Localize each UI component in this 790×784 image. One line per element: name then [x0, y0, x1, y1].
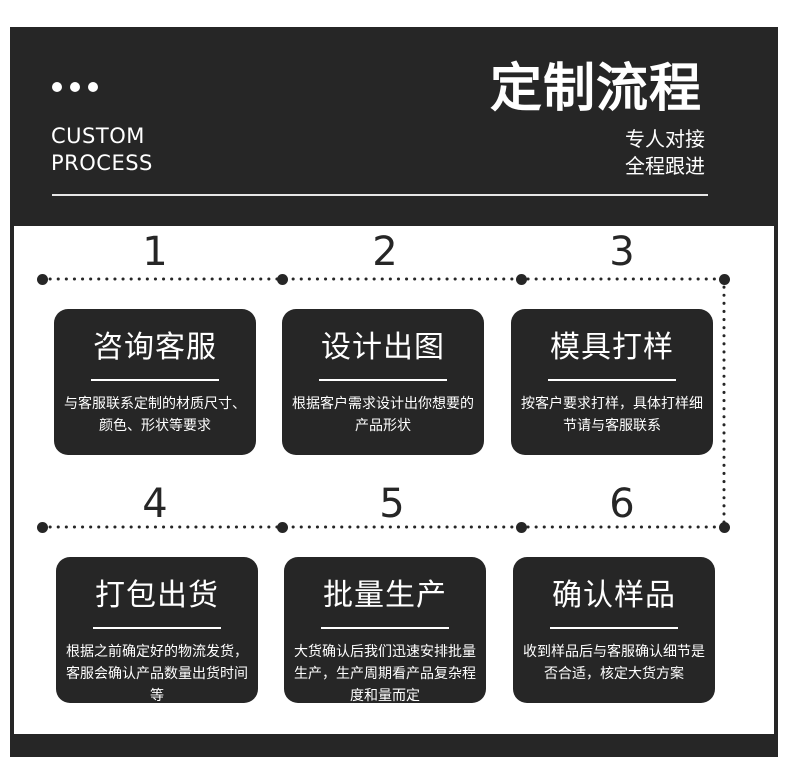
step-card: 确认样品 收到样品后与客服确认细节是否合适，核定大货方案 [513, 557, 715, 703]
node-dot [277, 522, 288, 533]
step-number: 2 [372, 229, 398, 275]
step-description: 根据客户需求设计出你想要的产品形状 [292, 396, 474, 434]
node-dot [719, 522, 730, 533]
dot-icon [52, 82, 62, 92]
node-dot [516, 522, 527, 533]
english-title-line2: PROCESS [51, 151, 153, 175]
node-dot [37, 522, 48, 533]
step-description: 按客户要求打样，具体打样细节请与客服联系 [521, 396, 703, 434]
step-title: 确认样品 [552, 578, 676, 613]
node-dot [719, 274, 730, 285]
node-dot [516, 274, 527, 285]
step-divider [93, 627, 221, 629]
step-divider [548, 379, 676, 381]
step-number: 1 [142, 229, 168, 275]
dots-decoration [52, 82, 98, 92]
english-title-line1: CUSTOM [51, 124, 145, 148]
step-number: 6 [609, 481, 635, 527]
node-dot [37, 274, 48, 285]
step-number: 5 [379, 481, 405, 527]
step-description: 与客服联系定制的材质尺寸、颜色、形状等要求 [64, 396, 246, 434]
subtitle-line1: 专人对接 [625, 127, 705, 151]
step-card: 批量生产 大货确认后我们迅速安排批量生产，生产周期看产品复杂程度和量而定 [284, 557, 486, 704]
step-title: 模具打样 [550, 330, 674, 365]
step-divider [550, 627, 678, 629]
step-description: 大货确认后我们迅速安排批量生产，生产周期看产品复杂程度和量而定 [294, 644, 476, 704]
step-card: 设计出图 根据客户需求设计出你想要的产品形状 [282, 309, 484, 455]
step-title: 咨询客服 [93, 330, 217, 365]
english-title: CUSTOM PROCESS [51, 123, 153, 177]
step-title: 设计出图 [321, 330, 445, 365]
step-description: 根据之前确定好的物流发货，客服会确认产品数量出货时间等 [66, 644, 248, 704]
step-number: 3 [609, 229, 635, 275]
step-card: 咨询客服 与客服联系定制的材质尺寸、颜色、形状等要求 [54, 309, 256, 455]
subtitle-line2: 全程跟进 [625, 154, 705, 178]
step-title: 打包出货 [95, 578, 219, 613]
step-divider [319, 379, 447, 381]
step-card: 打包出货 根据之前确定好的物流发货，客服会确认产品数量出货时间等 [56, 557, 258, 704]
page-title: 定制流程 [489, 59, 702, 119]
node-dot [277, 274, 288, 285]
dot-icon [88, 82, 98, 92]
step-description: 收到样品后与客服确认细节是否合适，核定大货方案 [523, 644, 705, 682]
subtitle: 专人对接 全程跟进 [625, 126, 705, 180]
step-number: 4 [142, 481, 168, 527]
step-card: 模具打样 按客户要求打样，具体打样细节请与客服联系 [511, 309, 713, 455]
header-divider [52, 194, 708, 196]
step-divider [91, 379, 219, 381]
step-divider [321, 627, 449, 629]
step-title: 批量生产 [323, 578, 447, 613]
dot-icon [70, 82, 80, 92]
